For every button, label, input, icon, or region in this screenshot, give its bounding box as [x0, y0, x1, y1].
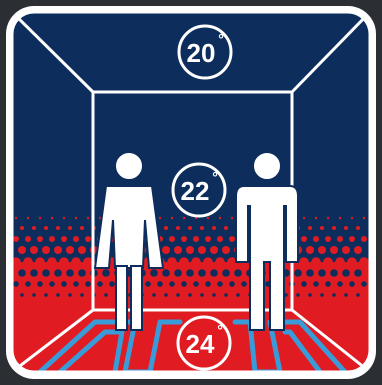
floor-temperature-value: 24 — [186, 329, 215, 359]
floor-temperature-unit: ° — [217, 322, 223, 338]
ceiling-temperature-value: 20 — [187, 38, 216, 68]
ceiling-temperature-unit: ° — [218, 31, 224, 47]
floor-temperature-badge: 24 ° — [178, 317, 230, 369]
middle-temperature-badge: 22 ° — [173, 164, 225, 216]
ceiling-temperature-badge: 20 ° — [179, 26, 231, 78]
middle-temperature-value: 22 — [181, 176, 210, 206]
middle-temperature-unit: ° — [212, 169, 218, 185]
